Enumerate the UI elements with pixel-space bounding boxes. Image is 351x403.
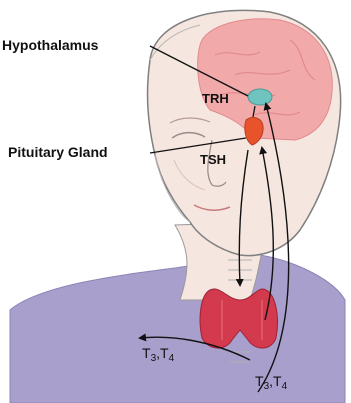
t3-t4-right-label: T3,T4 bbox=[255, 374, 287, 388]
shirt bbox=[10, 255, 345, 403]
hypothalamus-shape bbox=[248, 89, 272, 105]
pituitary-gland-label: Pituitary Gland bbox=[8, 145, 108, 159]
trh-label: TRH bbox=[202, 92, 229, 105]
t3-t4-left-label: T3,T4 bbox=[142, 346, 174, 360]
tsh-label: TSH bbox=[200, 153, 226, 166]
hypothalamus-label: Hypothalamus bbox=[2, 38, 98, 52]
